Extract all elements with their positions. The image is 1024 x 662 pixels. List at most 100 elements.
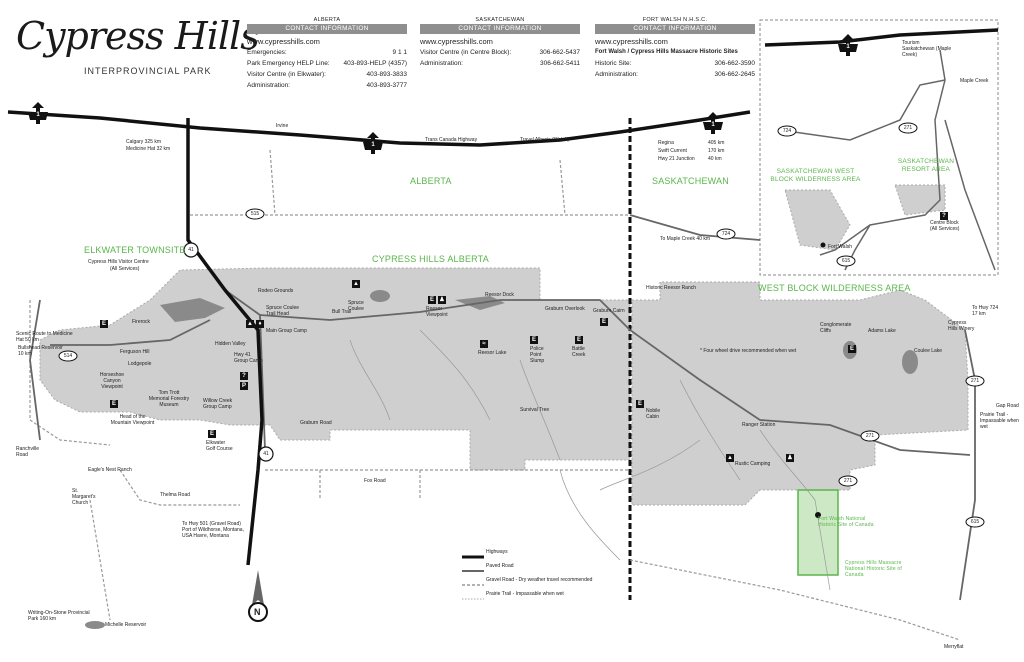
legend-label: Paved Road xyxy=(486,563,514,569)
label-trans-canada: Trans Canada Highway xyxy=(425,137,478,143)
hwy-41 xyxy=(186,118,264,566)
legend-label: Gravel Road - Dry weather travel recomme… xyxy=(486,577,593,583)
elkwater-lake xyxy=(160,298,225,322)
label-hidden-valley: Hidden Valley xyxy=(215,341,246,347)
contact-value: 403-893-HELP (4357) xyxy=(343,60,407,67)
region-cypress-hills-alberta: CYPRESS HILLS ALBERTA xyxy=(372,254,489,264)
label-tourism-sask: Tourism Saskatchewan (Maple Creek) xyxy=(902,40,952,58)
label-ranchville: Ranchville Road xyxy=(16,446,40,458)
label-graburn-road: Graburn Road xyxy=(300,420,332,426)
label-lodgepole: Lodgepole xyxy=(128,361,152,367)
label-regina: Regina xyxy=(658,140,674,146)
label-police-point: Police Point Slump xyxy=(530,346,545,364)
label-ferguson-hill: Ferguson Hill xyxy=(120,349,150,355)
hwy-271-label: 271 xyxy=(843,478,853,484)
contact-region: FORT WALSH N.H.S.C. xyxy=(642,17,708,23)
label-gap-road: Gap Road xyxy=(996,403,1019,409)
label-winery: Cypress Hills Winery xyxy=(948,320,975,332)
label-tom-trott: Tom Trott Memorial Forestry Museum xyxy=(148,390,190,408)
label-elkwater-golf: Elkwater Golf Course xyxy=(206,440,233,452)
region-saskatchewan: SASKATCHEWAN xyxy=(652,176,729,186)
contact-header: CONTACT INFORMATION xyxy=(420,24,580,34)
hwy-1-label: 1 xyxy=(36,112,40,118)
label-writing-on-stone: Writing-On-Stone Provincial Park 160 km xyxy=(28,610,90,622)
label-st-margarets: St. Margaret's Church xyxy=(72,488,96,506)
contact-saskatchewan: SASKATCHEWAN CONTACT INFORMATION www.cyp… xyxy=(420,16,580,69)
contact-row: Emergencies:9 1 1 xyxy=(247,47,407,58)
hwy-515-label: 515 xyxy=(250,211,260,217)
label-calgary: Calgary 325 km xyxy=(126,139,162,145)
hwy-1-inset xyxy=(764,28,999,47)
legend-label: Prairie Trail - Impassable when wet xyxy=(486,591,564,597)
hwy-271-label: 271 xyxy=(903,125,913,131)
label-eagles-nest: Eagle's Nest Ranch xyxy=(88,467,132,473)
contact-label: Park Emergency HELP Line: xyxy=(247,60,330,67)
hwy-41-label: 41 xyxy=(263,451,269,457)
contact-value: 306-662-2645 xyxy=(714,71,755,78)
hwy-1-label: 1 xyxy=(371,142,375,148)
group-camp-icon: ♦ xyxy=(256,320,264,328)
label-to-maple-creek: To Maple Creek 40 km xyxy=(660,236,711,242)
label-massacre-nhs: Cypress Hills Massacre National Historic… xyxy=(845,560,902,578)
label-bull-trail: Bull Trail xyxy=(332,309,352,315)
label-hwy21-km: 40 km xyxy=(708,156,722,162)
hwy-724-label: 724 xyxy=(782,128,792,134)
fort-walsh-marker xyxy=(815,512,821,518)
label-nobile-cabin: Nobile Cabin xyxy=(646,408,661,420)
label-merryflat: Merryflat xyxy=(944,644,964,650)
label-reesor-lake: Reesor Lake xyxy=(478,350,507,356)
camping-icon: ▲ xyxy=(352,280,360,288)
viewpoint-icon: E xyxy=(110,400,118,408)
website-link[interactable]: www.cypresshills.com xyxy=(247,37,320,46)
region-sask-resort: SASKATCHEWAN RESORT AREA xyxy=(897,158,955,173)
label-horseshoe: Horseshoe Canyon Viewpoint xyxy=(99,372,125,390)
park-logo-subtitle: INTERPROVINCIAL PARK xyxy=(84,66,212,76)
boat-launch-icon: ≈ xyxy=(480,340,488,348)
label-graburn-cairn: Graburn Cairn xyxy=(593,308,625,314)
cabin-icon: E xyxy=(636,400,644,408)
contact-value: 306-662-5437 xyxy=(539,49,580,56)
viewpoint-icon: E xyxy=(100,320,108,328)
sask-resort-inset xyxy=(894,184,946,216)
lakes xyxy=(85,290,918,629)
info-icon: ? xyxy=(240,372,248,380)
label-to-hwy-501: To Hwy 501 (Gravel Road) Port of Wildhor… xyxy=(182,521,244,539)
label-fort-walsh: Fort Walsh xyxy=(828,244,852,250)
paved-roads xyxy=(29,214,976,601)
fort-walsh-historic-area xyxy=(797,489,839,576)
label-maple-creek: Maple Creek xyxy=(960,78,989,84)
label-visitor-centre: Cypress Hills Visitor Centre xyxy=(88,259,149,265)
label-adams-lake: Adams Lake xyxy=(868,328,896,334)
contact-row: Administration: 403-893-3777 xyxy=(247,80,407,91)
viewpoint-icon: E xyxy=(428,296,436,304)
label-thelma-road: Thelma Road xyxy=(160,492,191,498)
hwy-41-label: 41 xyxy=(188,247,194,253)
label-firerock: Firerock xyxy=(132,319,151,325)
label-prairie-trail-note: Prairie Trail - Impassable when wet xyxy=(980,412,1019,430)
label-head-mountain: Head of the Mountain Viewpoint xyxy=(110,414,155,426)
label-coulee-lake: Coulee Lake xyxy=(914,348,943,354)
hwy-514-label: 514 xyxy=(63,353,73,359)
viewpoint-icon: E xyxy=(530,336,538,344)
north-label: N xyxy=(254,607,261,617)
coulee-lake-shape xyxy=(902,350,918,374)
label-battle-creek: Battle Creek xyxy=(572,346,586,358)
contact-value: 9 1 1 xyxy=(392,49,407,56)
website-link[interactable]: www.cypresshills.com xyxy=(420,37,493,46)
contact-value: 403-893-3777 xyxy=(366,82,407,89)
label-main-group: Main Group Camp xyxy=(266,328,307,334)
contact-label: Administration: xyxy=(247,82,290,89)
website-link[interactable]: www.cypresshills.com xyxy=(595,37,668,46)
contact-row: Visitor Centre (in Elkwater):403-893-383… xyxy=(247,69,407,80)
viewpoint-icon: E xyxy=(848,345,856,353)
hiking-icon: ♟ xyxy=(438,296,446,304)
label-willow-creek: Willow Creek Group Camp xyxy=(203,398,233,410)
label-medicine-hat: Medicine Hat 32 km xyxy=(126,146,171,152)
contact-header: CONTACT INFORMATION xyxy=(595,24,755,34)
legend-label: Highways xyxy=(486,549,508,555)
hwy-724-label: 724 xyxy=(721,231,731,237)
contact-header: CONTACT INFORMATION xyxy=(247,24,407,34)
label-swift-current: Swift Current xyxy=(658,148,687,154)
cypress-hills-alberta-area xyxy=(39,267,631,471)
